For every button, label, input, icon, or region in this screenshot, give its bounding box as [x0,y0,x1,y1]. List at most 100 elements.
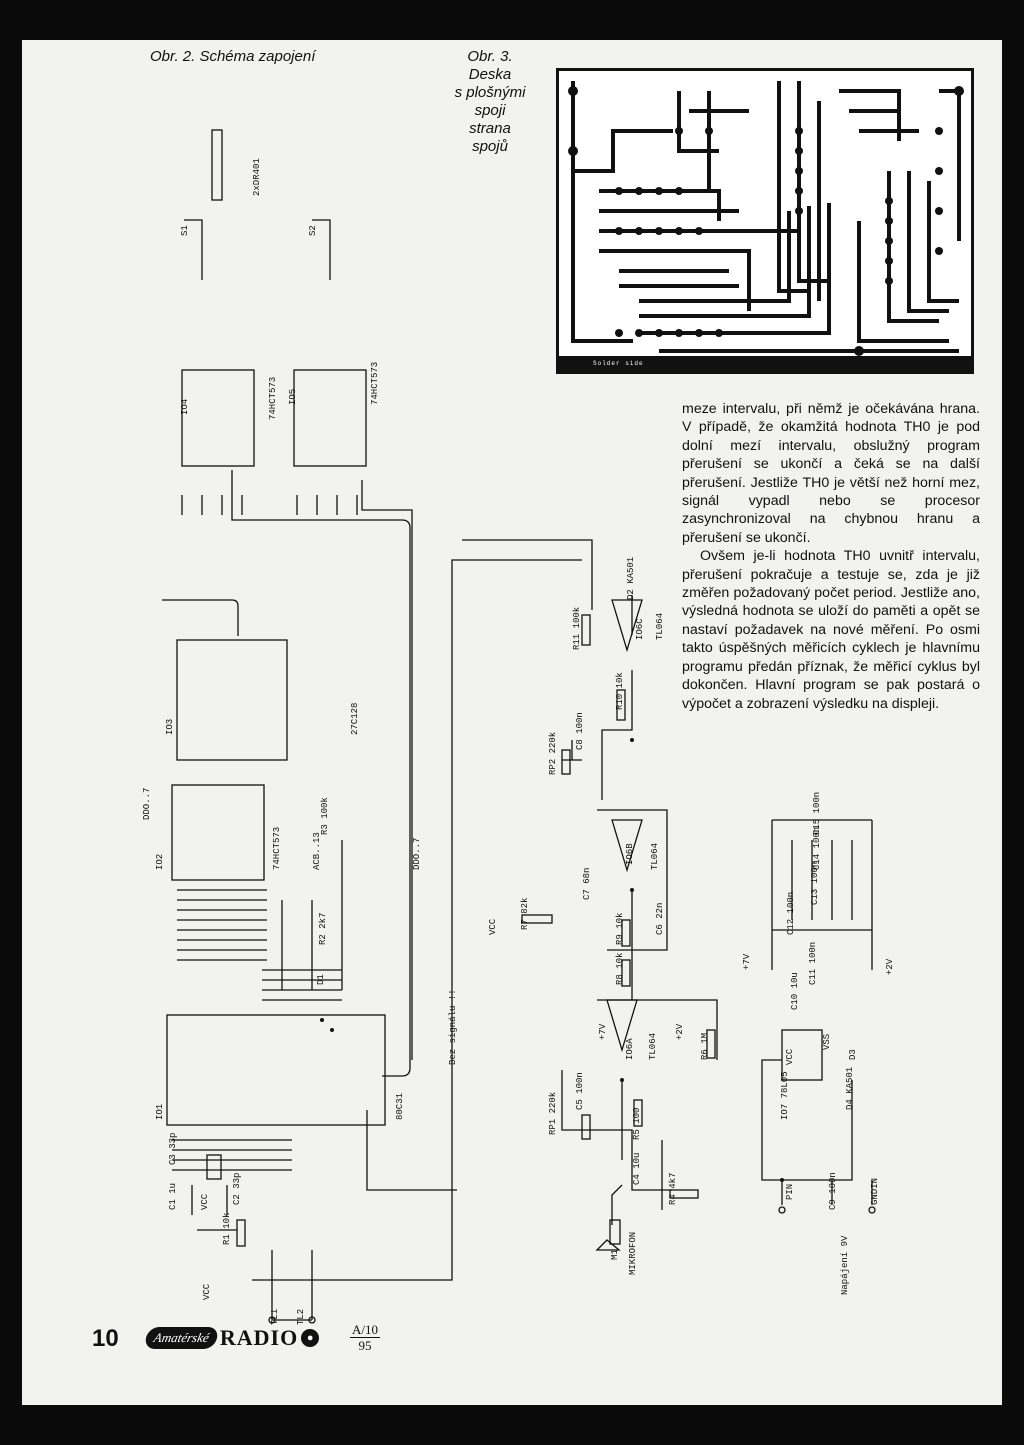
label-r10: R10 10k [615,672,625,710]
label-d2: D2 KA501 [626,556,636,600]
issue-number: A/10 95 [350,1322,380,1353]
label-c4: C4 10u [632,1152,642,1185]
label-rp1: RP1 220k [548,1091,558,1135]
label-c6: C6 22n [655,902,665,935]
label-r5: R5 100 [632,1107,642,1140]
label-io7: IO7 78L05 [780,1071,790,1120]
label-r1: R1 10k [222,1212,232,1245]
label-tl064-c: TL064 [655,612,665,640]
label-io3: IO3 [165,718,175,735]
label-s2: S2 [308,225,318,236]
label-io1-type: 80C31 [395,1092,405,1120]
label-c5: C5 100n [575,1072,585,1110]
label-io4-type: 74HCT573 [268,376,278,420]
label-vss: VSS [822,1033,832,1050]
label-c12: C12 100n [786,891,796,935]
pcb-solder-side-label: Solder side [593,360,644,367]
figure-3-caption-line: strana [469,120,511,137]
label-tl1: TL1 [270,1308,280,1325]
figure-3-caption-line: spojů [472,138,508,155]
label-io6c: IO6C [635,618,645,640]
figure-3-caption: Obr. 3. Deska s plošnými spoji strana sp… [438,48,542,156]
label-io5-type: 74HCT573 [370,361,380,405]
io7-regulator [781,1029,823,1081]
label-pin: PIN [785,1183,795,1200]
figure-3-caption-line: s plošnými [454,84,526,101]
label-r4: R4 4k7 [668,1172,678,1205]
io6c-opamp [611,599,643,653]
io5-chip [293,369,367,467]
label-vcc-4: VCC [785,1048,795,1065]
figure-2-caption: Obr. 2. Schéma zapojení [150,48,316,65]
label-rp2: RP2 220k [548,731,558,775]
label-r2: R2 2k7 [318,912,328,945]
figure-3-caption-line: Obr. 3. [467,48,513,65]
label-c1: C1 1u [168,1182,178,1210]
label-p2v: +2V [885,958,895,975]
label-r8: R8 10k [615,952,625,985]
label-c11: C11 100n [808,941,818,985]
page-number: 10 [92,1325,119,1352]
label-no-signal: Bez signálu !! [448,989,458,1065]
label-ddo-bus: DDO..7 [142,787,152,820]
label-r6: R6 1M [700,1032,710,1060]
label-c9: C9 100n [828,1172,838,1210]
label-r11: R11 100k [572,606,582,650]
io2-chip [171,784,265,881]
article-paragraph-1: meze intervalu, při němž je očekávána hr… [682,401,980,546]
label-p2v-2: +2V [675,1023,685,1040]
label-vcc-1: VCC [200,1193,210,1210]
io1-chip [166,1014,386,1126]
label-tl064-b: TL064 [650,842,660,870]
label-p7v: +7V [598,1023,608,1040]
label-m1: M1 [610,1249,620,1260]
label-ddo-bus-2: DDO..7 [412,837,422,870]
label-io6a: IO6A [625,1038,635,1060]
label-acb-bus: ACB..13 [312,832,322,870]
label-s1: S1 [180,225,190,236]
label-io3-type: 27C128 [350,702,360,735]
label-r9: R9 10k [615,912,625,945]
pcb-traces [559,71,971,371]
article-paragraph-2: Ovšem je-li hodnota TH0 uvnitř intervalu… [682,548,980,712]
label-io6b: IO6B [625,843,635,865]
label-c15: C15 100n [812,791,822,835]
label-r3: R3 100k [320,797,330,835]
label-c2: C2 33p [232,1172,242,1205]
logo-amaterske: Amatérské [143,1327,220,1349]
label-vcc-3: VCC [488,918,498,935]
label-c10: C10 10u [790,972,800,1010]
io4-chip [181,369,255,467]
label-gndin: GNDIN [870,1177,880,1205]
label-c3: C3 33p [168,1132,178,1165]
label-io2-type: 74HCT573 [272,826,282,870]
label-napajeni: Napájení 9V [840,1235,850,1295]
circuit-schematic [162,129,876,1324]
issue-year: 95 [358,1338,372,1353]
label-io2: IO2 [155,853,165,870]
label-display: 2xDR401 [252,158,262,196]
label-d3: D3 [848,1049,858,1060]
label-tl064-a: TL064 [648,1032,658,1060]
label-io1: IO1 [155,1103,165,1120]
logo-emblem-icon: ● [301,1329,320,1347]
article-text: meze intervalu, při němž je očekávána hr… [682,400,980,713]
label-p7v-2: +7V [742,953,752,970]
label-c8: C8 100n [575,712,585,750]
io6b-opamp [611,819,643,873]
pcb-solder-side: Solder side [556,68,974,374]
label-r7: R7 82k [520,897,530,930]
label-c7: C7 68n [582,867,592,900]
figure-3-caption-line: spoji [474,102,506,119]
issue-top: A/10 [350,1322,380,1338]
magazine-logo: Amatérské RADIO ● [143,1324,322,1352]
label-io5: IO5 [288,388,298,405]
label-d4: D4 KA501 [845,1066,855,1110]
io3-chip [176,639,288,761]
label-vcc-2: VCC [202,1283,212,1300]
label-io4: IO4 [180,398,190,415]
figure-3-caption-line: Deska [468,66,512,83]
label-tl2: TL2 [296,1308,306,1325]
label-mikrofon: MIKROFON [628,1231,638,1275]
logo-radio: RADIO [219,1325,299,1350]
